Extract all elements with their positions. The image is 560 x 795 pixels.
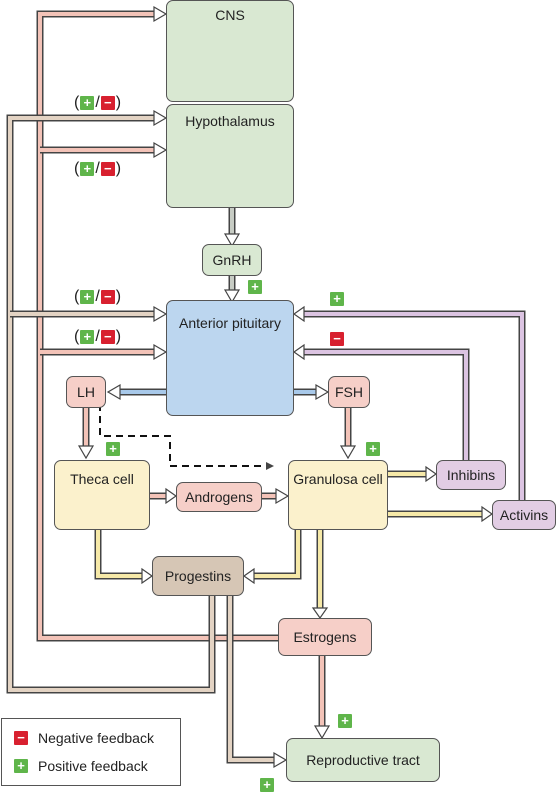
legend-positive-row: + Positive feedback: [14, 758, 148, 774]
feedback-marker-hypothalamus-bottom: ( + / − ): [74, 160, 122, 177]
hypothalamus-box: Hypothalamus: [166, 104, 294, 208]
positive-sign-icon: +: [80, 96, 95, 110]
gnrh-label: GnRH: [212, 252, 252, 268]
progestins-label: Progestins: [164, 568, 232, 584]
positive-sign-icon: +: [260, 778, 274, 792]
granulosa-to-inhibins-activins-pipe: [388, 470, 484, 518]
anterior-pituitary-box: Anterior pituitary: [166, 300, 294, 416]
androgens-label: Androgens: [185, 489, 253, 505]
positive-sign-icon: +: [80, 290, 95, 304]
positive-sign-icon: +: [338, 714, 352, 728]
theca-to-progestins-pipe: [94, 530, 144, 580]
reproductive-tract-box: Reproductive tract: [286, 738, 440, 782]
progestin-to-tract-pipe: [226, 596, 276, 764]
granulosa-to-progestins-pipe: [252, 530, 302, 580]
cns-box: CNS: [166, 0, 294, 102]
positive-sign-icon: +: [14, 759, 28, 773]
negative-sign-icon: −: [330, 332, 344, 346]
inhibins-box: Inhibins: [436, 460, 506, 490]
negative-sign-icon: −: [100, 330, 115, 344]
estrogen-feedback-pipe: [36, 10, 280, 642]
activins-box: Activins: [492, 500, 556, 530]
positive-sign-icon: +: [248, 280, 262, 294]
anterior-pituitary-label: Anterior pituitary: [179, 315, 281, 331]
lh-to-granulosa-dashed-arrow: [99, 404, 274, 470]
estrogens-label: Estrogens: [293, 629, 357, 645]
fsh-box: FSH: [328, 376, 370, 408]
progestin-feedback-pipe: [6, 114, 216, 694]
androgens-box: Androgens: [176, 482, 262, 512]
legend-positive-label: Positive feedback: [38, 758, 148, 774]
positive-sign-icon: +: [366, 442, 380, 456]
negative-sign-icon: −: [100, 162, 115, 176]
granulosa-cell-label: Granulosa cell: [293, 471, 383, 487]
fsh-label: FSH: [335, 384, 363, 400]
gnrh-box: GnRH: [202, 244, 262, 276]
positive-sign-icon: +: [80, 162, 95, 176]
negative-sign-icon: −: [100, 96, 115, 110]
inhibin-activin-feedback-pipe: [302, 310, 526, 500]
legend-negative-row: − Negative feedback: [14, 730, 154, 746]
lh-box: LH: [66, 376, 106, 408]
estrogens-box: Estrogens: [278, 618, 372, 656]
activins-label: Activins: [499, 507, 549, 523]
positive-sign-icon: +: [106, 442, 120, 456]
negative-sign-icon: −: [14, 731, 28, 745]
inhibins-label: Inhibins: [446, 467, 496, 483]
theca-cell-label: Theca cell: [70, 471, 134, 487]
hypothalamus-label: Hypothalamus: [185, 113, 275, 129]
positive-sign-icon: +: [80, 330, 95, 344]
feedback-marker-pituitary-top: ( + / − ): [74, 288, 122, 305]
feedback-marker-hypothalamus-top: ( + / − ): [74, 94, 122, 111]
theca-cell-box: Theca cell: [54, 460, 150, 530]
arrowheads: [77, 5, 494, 769]
negative-sign-icon: −: [100, 290, 115, 304]
feedback-pipes: [6, 10, 526, 764]
feedback-marker-pituitary-bottom: ( + / − ): [74, 328, 122, 345]
legend: − Negative feedback + Positive feedback: [1, 718, 181, 786]
positive-sign-icon: +: [330, 292, 344, 306]
lh-fsh-to-cells-pipe: [82, 408, 352, 448]
legend-negative-label: Negative feedback: [38, 730, 154, 746]
granulosa-cell-box: Granulosa cell: [288, 460, 388, 530]
reproductive-tract-label: Reproductive tract: [306, 752, 420, 768]
cns-label: CNS: [215, 7, 245, 23]
lh-label: LH: [77, 384, 95, 400]
progestins-box: Progestins: [152, 556, 244, 596]
